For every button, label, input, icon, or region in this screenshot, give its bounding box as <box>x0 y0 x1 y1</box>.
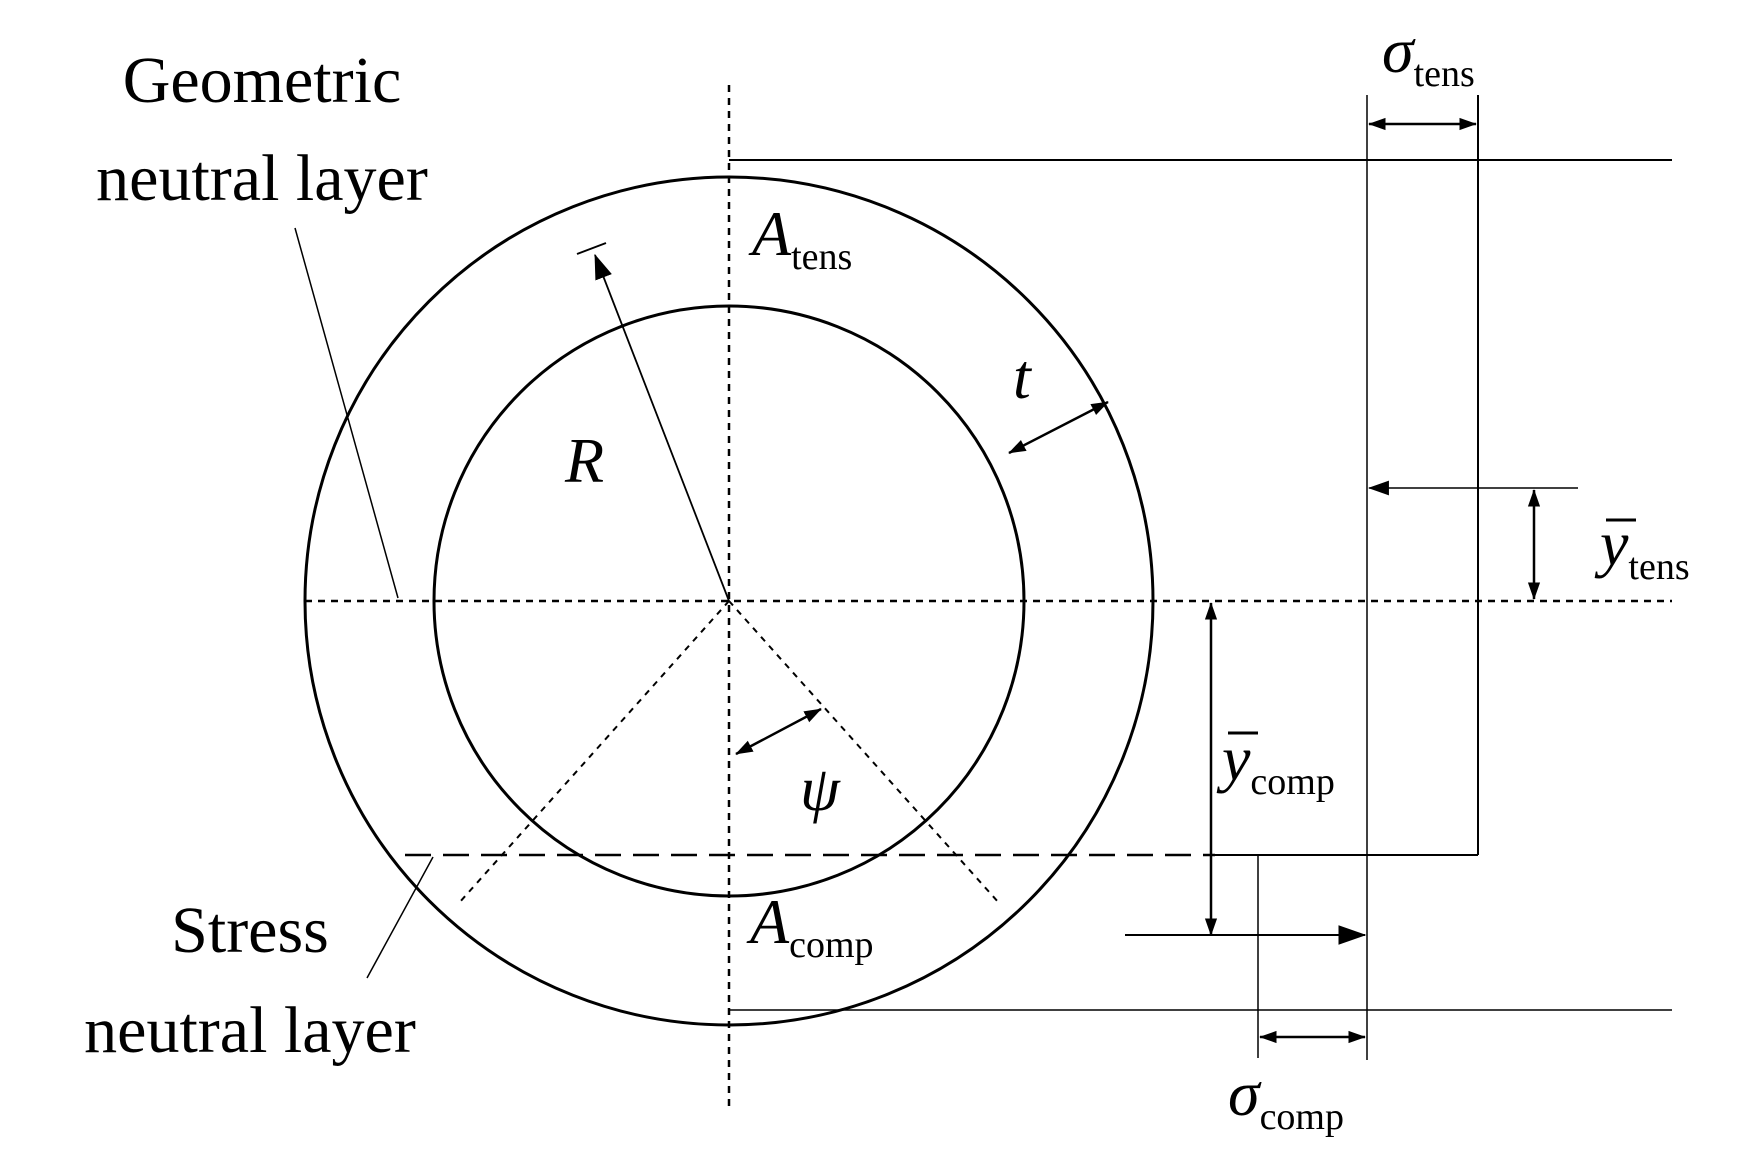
sigma-tens-main: σ <box>1382 15 1416 86</box>
stress-layer-label-line1: Stress <box>171 894 329 967</box>
radius-end-tick <box>576 242 607 255</box>
ybar-tens-main: y <box>1594 508 1629 579</box>
geometric-layer-label-line1: Geometric <box>123 44 402 117</box>
ybar-tens-sub: tens <box>1628 546 1689 588</box>
stress-layer-leader <box>366 856 434 979</box>
sigma-tens-sub: tens <box>1414 53 1475 95</box>
ybar-comp-main: y <box>1216 723 1251 794</box>
thickness-arrow <box>1008 400 1109 455</box>
geometric-layer-label-line2: neutral layer <box>96 142 428 215</box>
stress-layer-label-line2: neutral layer <box>84 994 416 1067</box>
a-tens-sub: tens <box>791 236 852 278</box>
psi-arrow <box>735 707 822 756</box>
a-comp-sub: comp <box>789 924 873 966</box>
ybar-comp-label: ycomp <box>1216 723 1335 803</box>
radius-label: R <box>564 425 604 496</box>
left-angle-ray <box>458 600 730 904</box>
sigma-comp-sub: comp <box>1260 1096 1344 1138</box>
radius-arrow <box>594 253 730 602</box>
sigma-comp-main: σ <box>1228 1058 1262 1129</box>
right-angle-ray <box>728 600 1000 904</box>
thickness-label: t <box>1013 341 1033 412</box>
ybar-tens-label: ytens <box>1594 508 1690 588</box>
a-comp-main: A <box>746 886 790 957</box>
psi-label: ψ <box>800 753 841 824</box>
a-tens-main: A <box>748 198 792 269</box>
geometric-layer-leader <box>294 227 399 599</box>
sigma-comp-label: σcomp <box>1228 1058 1344 1138</box>
a-tens-label: Atens <box>748 198 852 278</box>
a-comp-label: Acomp <box>746 886 874 966</box>
ybar-comp-sub: comp <box>1250 761 1334 803</box>
sigma-tens-label: σtens <box>1382 15 1475 95</box>
